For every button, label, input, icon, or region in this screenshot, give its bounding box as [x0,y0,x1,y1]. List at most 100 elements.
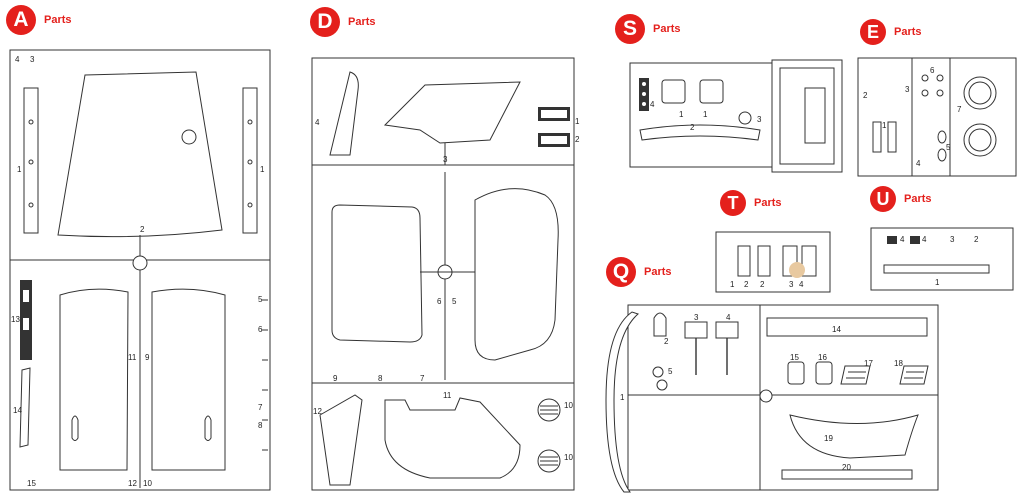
part-q20 [781,469,913,480]
label-d2: 2 [575,135,580,144]
label-a2: 2 [140,225,145,234]
section-d-parts-label: Parts [348,16,376,28]
part-q15 [787,361,805,385]
part-d11 [384,397,521,479]
label-q14: 14 [832,325,841,334]
part-e1a [872,121,882,153]
section-s-header: S Parts [615,14,681,44]
sprue-u: 4 4 3 2 1 [870,227,1014,291]
label-a1-left: 1 [17,165,22,174]
part-a14 [19,367,31,448]
label-d8: 8 [378,374,383,383]
part-s2 [639,124,761,141]
part-q19 [789,414,919,459]
sprue-a: 4 3 1 1 2 13 14 11 9 5 6 7 8 15 12 10 [9,49,271,491]
label-u2: 2 [974,235,979,244]
part-u4b [910,236,920,244]
label-u1: 1 [935,278,940,287]
label-s3: 3 [757,115,762,124]
sprue-q-frame [627,304,939,491]
label-q15: 15 [790,353,799,362]
sprue-a-center-gate [132,255,148,271]
sprue-d: 4 1 2 3 6 5 9 8 7 11 12 10 10 [311,57,580,491]
sprue-d-frame [311,57,575,491]
label-d9: 9 [333,374,338,383]
section-q-badge: Q [606,257,636,287]
section-s-parts-label: Parts [653,23,681,35]
section-u-header: U Parts [870,186,932,212]
part-d5-window [474,188,559,361]
part-q18 [899,365,929,385]
sprue-t-frame [715,231,831,293]
section-t-badge: T [720,190,746,216]
label-d10-top: 10 [564,401,573,410]
sprue-u-frame [870,227,1014,291]
label-q5: 5 [668,367,673,376]
label-t2a: 2 [744,280,749,289]
label-t3: 3 [789,280,794,289]
label-d11: 11 [443,391,452,400]
part-q17 [840,365,871,385]
label-t4: 4 [799,280,804,289]
part-s3-body [771,59,843,173]
label-a5: 5 [258,295,263,304]
label-d12: 12 [313,407,322,416]
label-t1: 1 [730,280,735,289]
label-s4: 4 [650,100,655,109]
label-a11: 11 [128,353,137,362]
label-a14: 14 [13,406,22,415]
section-t-parts-label: Parts [754,197,782,209]
section-u-parts-label: Parts [904,193,932,205]
part-s1b [699,79,724,104]
part-s1a [661,79,686,104]
section-s-badge: S [615,14,645,44]
section-a-badge: A [6,5,36,35]
part-q14 [766,317,928,337]
label-s1b: 1 [703,110,708,119]
label-a9: 9 [145,353,150,362]
label-a15: 15 [27,479,36,488]
section-e-header: E Parts [860,19,922,45]
label-e5: 5 [946,143,951,152]
label-e3: 3 [905,85,910,94]
label-a10: 10 [143,479,152,488]
part-q3 [684,321,708,339]
sprue-a-frame [9,49,271,491]
label-a1-right: 1 [260,165,265,174]
sprue-q: 1 2 3 4 5 14 15 16 17 18 19 20 [605,304,939,493]
part-e1b [887,121,897,153]
part-t1 [737,245,751,277]
label-d7: 7 [420,374,425,383]
section-t-header: T Parts [720,190,782,216]
label-e1: 1 [882,121,887,130]
part-u1 [883,264,990,274]
label-s1a: 1 [679,110,684,119]
part-q1 [605,311,639,493]
label-a6: 6 [258,325,263,334]
sprue-t: 1 2 2 3 4 [715,231,831,293]
label-q1: 1 [620,393,625,402]
label-d10-bottom: 10 [564,453,573,462]
part-q5a [652,366,664,378]
section-q-header: Q Parts [606,257,672,287]
part-t2 [757,245,771,277]
section-d-header: D Parts [310,7,376,37]
label-q17: 17 [864,359,873,368]
label-q20: 20 [842,463,851,472]
part-d3 [383,81,521,144]
label-a12: 12 [128,479,137,488]
label-a8: 8 [258,421,263,430]
label-a13: 13 [11,315,20,324]
label-a4: 4 [15,55,20,64]
label-e7: 7 [957,105,962,114]
label-d1: 1 [575,117,580,126]
section-e-parts-label: Parts [894,26,922,38]
section-u-badge: U [870,186,896,212]
label-e6: 6 [930,66,935,75]
part-t4 [801,245,817,277]
label-a3: 3 [30,55,35,64]
sprue-e: 2 6 3 7 1 4 5 [857,57,1017,177]
label-s2: 2 [690,123,695,132]
label-d4: 4 [315,118,320,127]
